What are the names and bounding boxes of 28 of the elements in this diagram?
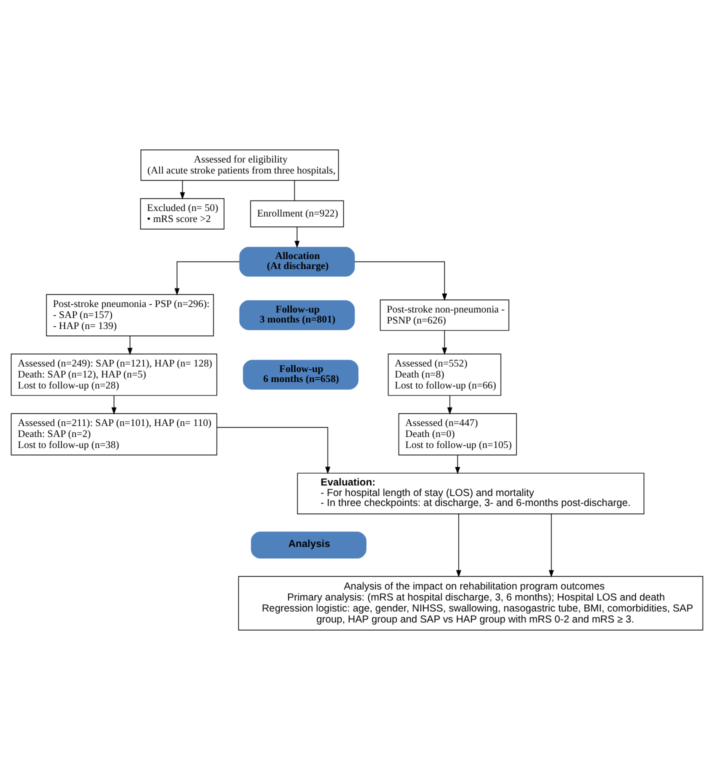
node-box: Assessed (n=447) Death (n=0) Lost to follow-up (n=105) — [398, 412, 517, 455]
node-box: Assessed (n=211): SAP (n=101), HAP (n= 110) Death: SAP (n=2) Lost to follow-up (n=38) — [10, 412, 218, 455]
node-box: Post-stroke pneumonia - PSP (n=296): - SAP (n=157) - HAP (n= 139) — [46, 294, 214, 336]
node-box: Assessed for eligibility (All acute stroke patients from three hospitals, — [140, 149, 339, 180]
node-box: Assessed (n=249): SAP (n=121), HAP (n= 128) Death: SAP (n=12), HAP (n=5) Lost to follow-up (n=28) — [10, 353, 218, 396]
node-box: Excluded (n= 50) • mRS score >2 — [140, 198, 224, 229]
arrow — [127, 335, 133, 355]
arrow — [111, 394, 117, 414]
node-box: Enrollment (n=922) — [250, 200, 344, 227]
node-box: Post-stroke non-pneumonia - PSNP (n=626) — [380, 299, 510, 330]
arrow — [174, 260, 240, 295]
node-box: Evaluation: - For hospital length of stay (LOS) and mortality - In three checkpoints: at discharge, 3- and 6-months post-discharge. — [297, 472, 644, 514]
arrow — [456, 513, 462, 577]
arrow — [442, 330, 448, 354]
arrow — [548, 513, 554, 577]
arrow — [354, 260, 448, 300]
node-box: Assessed (n=552) Death (n=8) Lost to follow-up (n=66) — [388, 353, 502, 396]
node-box: Follow-up 3 months (n=801) — [239, 300, 355, 330]
arrow — [216, 426, 330, 474]
arrow — [455, 454, 460, 474]
node-box: Analysis of the impact on rehabilitation program outcomes Primary analysis: (mRS at hospital discharge, 3, 6 months); Hospital LOS and death Regression logistic: age, gender, NIHSS, swallowing, nasogastric tube, BMI, comorbidities, SAP group, HAP group and SAP vs HAP group with mRS 0-2 and mRS ≥ 3. — [238, 575, 704, 630]
arrow — [294, 226, 300, 248]
arrow — [447, 394, 452, 414]
node-box: Analysis — [250, 531, 366, 558]
node-box: Follow-up 6 months (n=658) — [242, 359, 358, 390]
node-box: Allocation (At discharge) — [239, 246, 355, 276]
arrow — [180, 180, 186, 199]
connector — [294, 180, 295, 201]
